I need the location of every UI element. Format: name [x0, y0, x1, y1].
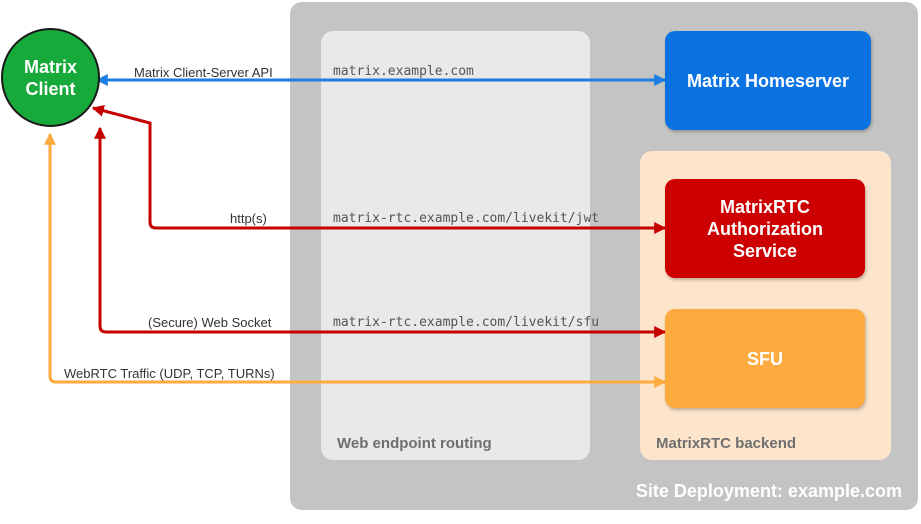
site-deployment-label: Site Deployment: example.com: [635, 481, 902, 501]
jwt-link-label: http(s): [230, 211, 267, 226]
webrtc-link-label: WebRTC Traffic (UDP, TCP, TURNs): [64, 366, 275, 381]
matrixrtc-auth-service-box: MatrixRTC Authorization Service: [665, 179, 865, 278]
websocket-link-label: (Secure) Web Socket: [148, 315, 272, 330]
api-link-label: Matrix Client-Server API: [134, 65, 273, 80]
web-endpoint-routing-label: Web endpoint routing: [337, 435, 492, 452]
matrix-homeserver-label: Matrix Homeserver: [686, 70, 850, 91]
matrixrtc-backend-label: MatrixRTC backend: [656, 435, 797, 452]
websocket-link-url: matrix-rtc.example.com/livekit/sfu: [333, 315, 600, 330]
sfu-label: SFU: [747, 348, 783, 369]
matrix-client-node: Matrix Client: [1, 28, 100, 127]
sfu-box: SFU: [665, 309, 865, 408]
jwt-link-url: matrix-rtc.example.com/livekit/jwt: [333, 211, 600, 226]
matrixrtc-auth-service-label: MatrixRTC Authorization Service: [707, 196, 823, 261]
matrix-client-label: Matrix Client: [23, 56, 77, 99]
api-link-url: matrix.example.com: [333, 64, 474, 79]
websocket-arrow: [94, 126, 667, 338]
matrix-homeserver-box: Matrix Homeserver: [665, 31, 871, 130]
jwt-arrow: [91, 104, 667, 234]
webrtc-arrow: [44, 132, 667, 388]
